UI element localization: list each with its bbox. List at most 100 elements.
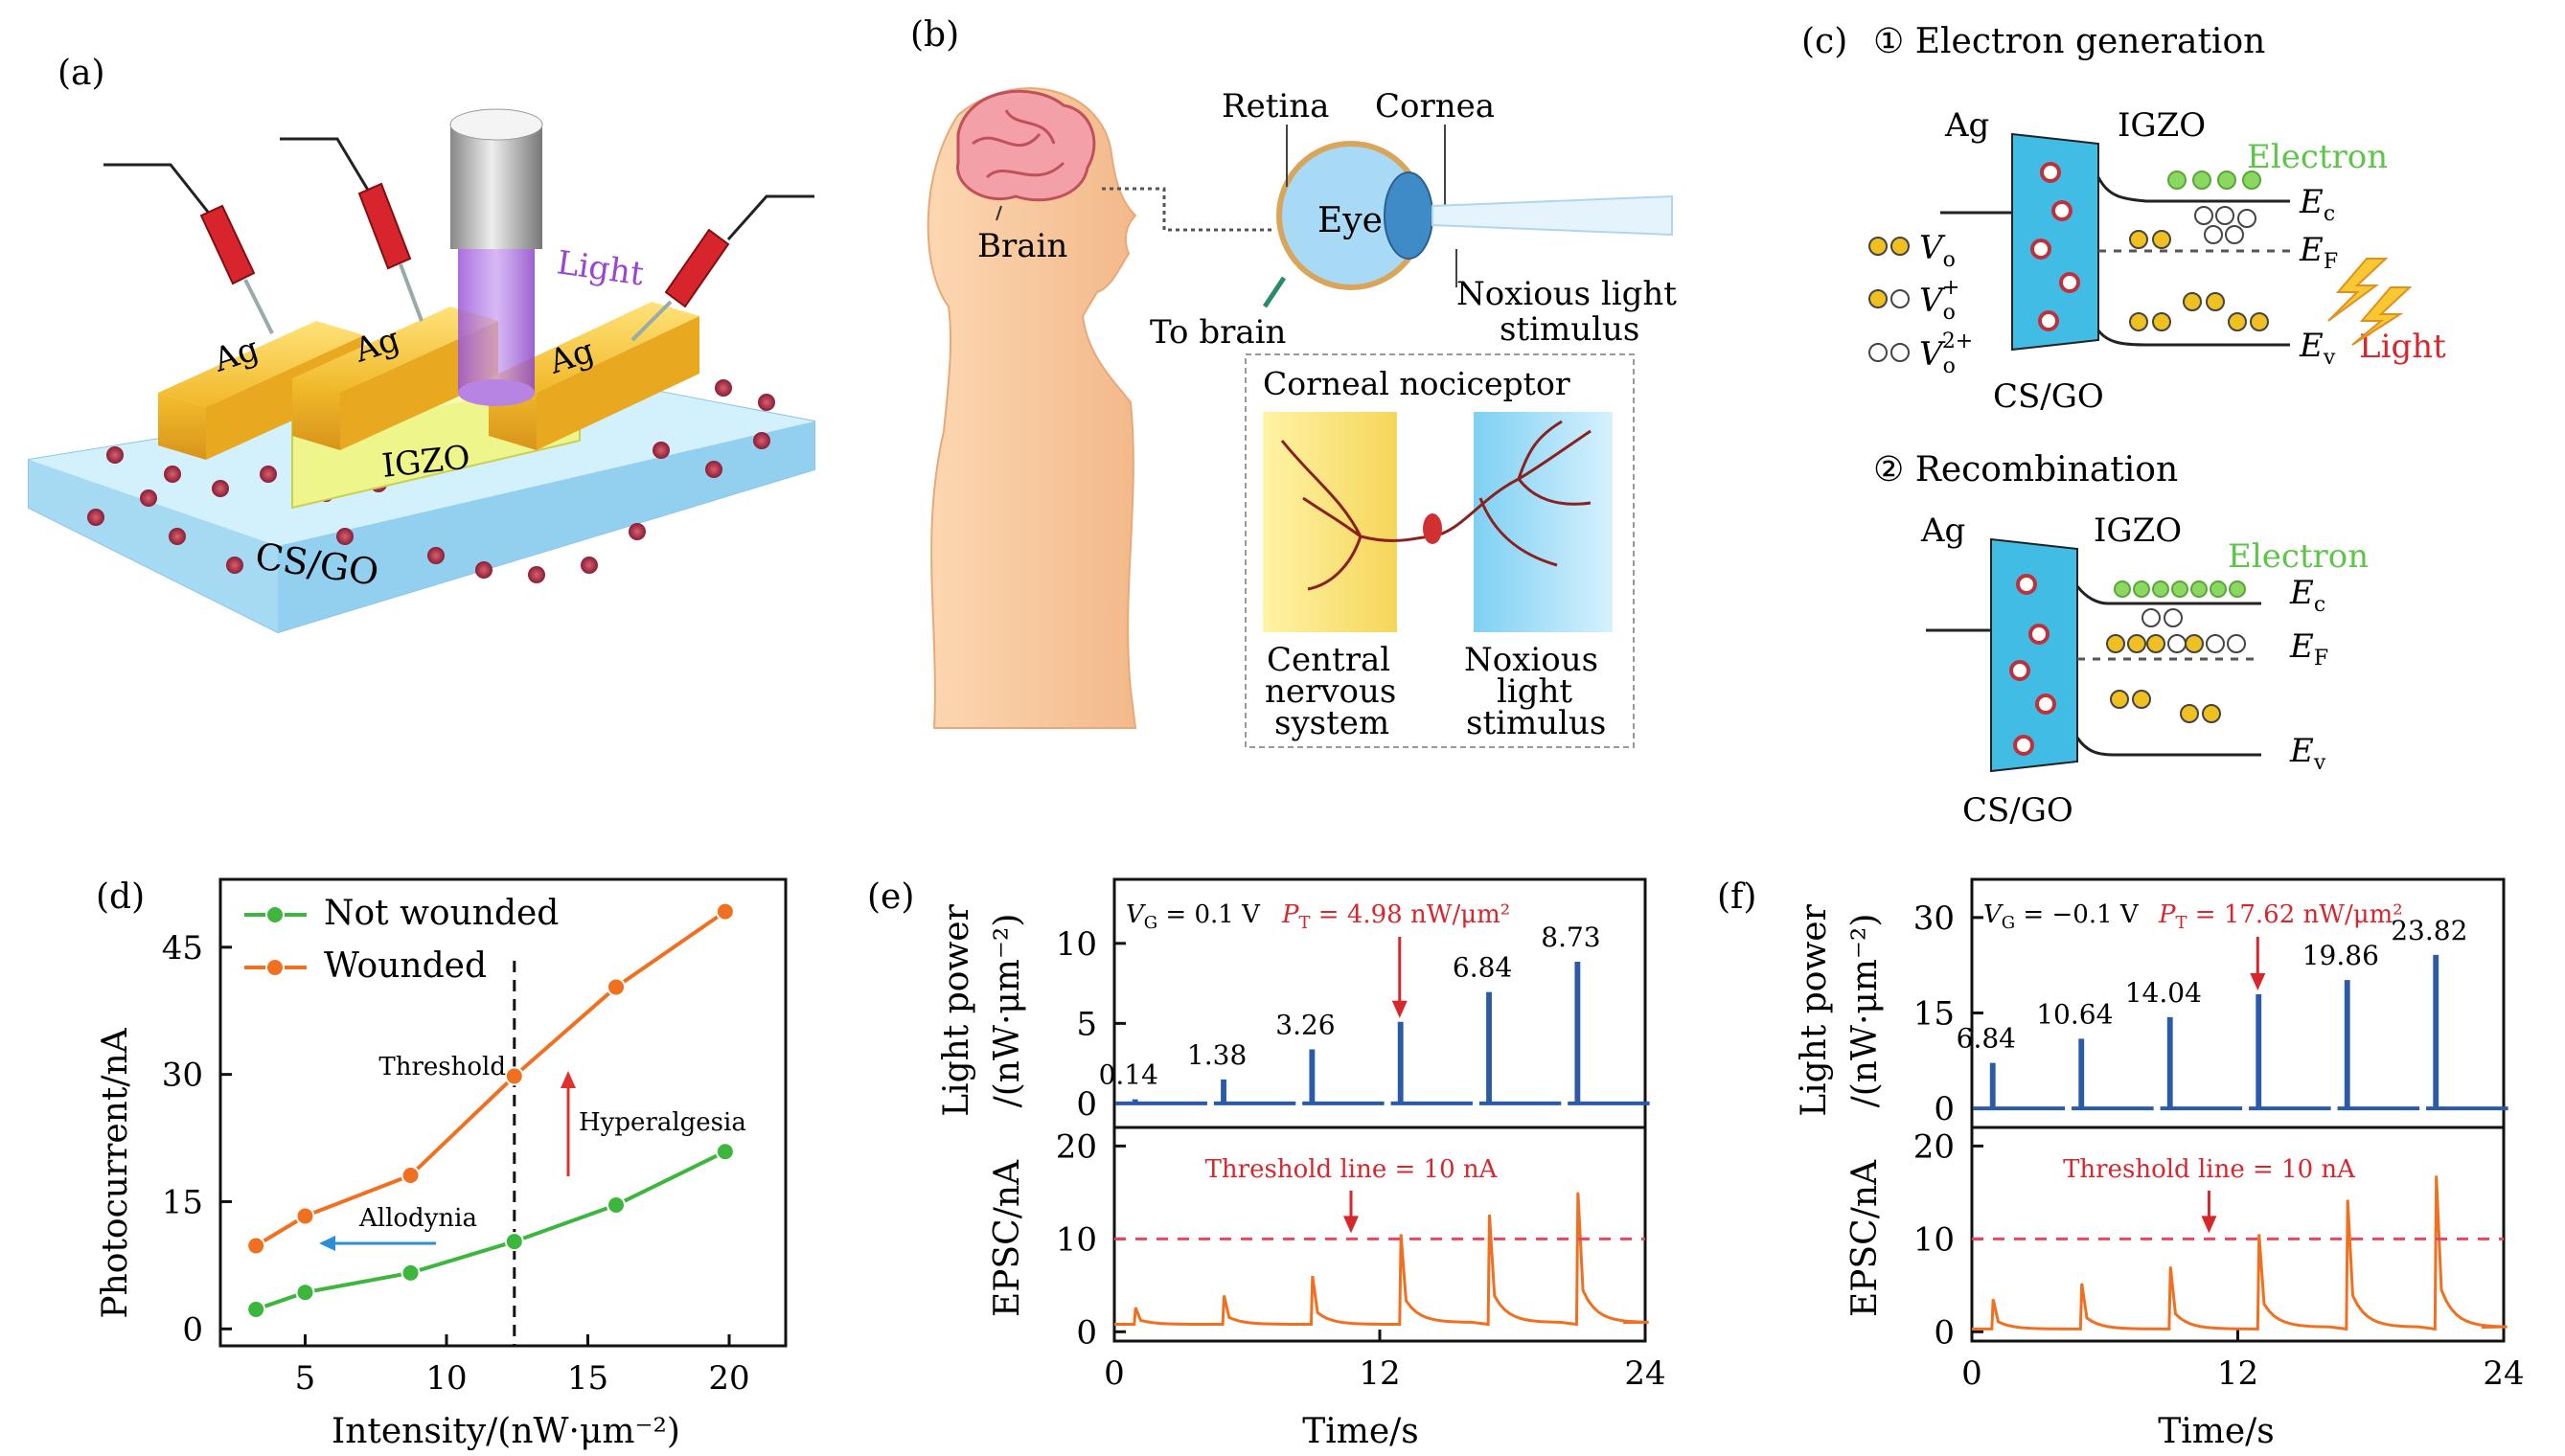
legend-label: Not wounded <box>324 894 559 933</box>
top-ytick-label: 0 <box>1076 1085 1097 1124</box>
top-ytick-label: 0 <box>1934 1090 1955 1128</box>
pulse-value-label: 0.14 <box>1099 1059 1158 1091</box>
bottom-ytick-label: 20 <box>1056 1127 1097 1166</box>
ec-label-2: Ec <box>2289 574 2325 617</box>
data-point <box>246 1299 266 1319</box>
d-xtick-label: 15 <box>567 1359 608 1398</box>
eye-lens <box>1384 171 1433 260</box>
cns-label-line3: system <box>1274 704 1389 742</box>
lightning-icon <box>2327 258 2413 346</box>
data-point <box>295 1206 315 1226</box>
noxious-stimulus-line2: stimulus <box>1500 310 1639 349</box>
xtick-label: 24 <box>2483 1354 2524 1393</box>
annotation-allodynia: Allodynia <box>358 1204 477 1233</box>
d-ylabel: Photocurrent/nA <box>96 1027 135 1318</box>
bottom-ytick-label: 20 <box>1913 1127 1955 1166</box>
retina-label: Retina <box>1222 87 1329 125</box>
annotation-hyperalgesia: Hyperalgesia <box>579 1108 746 1137</box>
ec-label-1: Ec <box>2299 183 2335 226</box>
vo-states-2 <box>2106 634 2221 723</box>
csgo-label-1: CS/GO <box>1993 377 2104 416</box>
panel-b-label: (b) <box>910 15 959 55</box>
threshold-pulse-arrowhead <box>1391 1000 1408 1018</box>
epsc-trace <box>1972 1175 2508 1331</box>
gate-voltage-label: VG = 0.1 V <box>1126 900 1261 933</box>
data-point <box>504 1066 524 1086</box>
light-beam <box>1431 194 1673 237</box>
data-point <box>401 1263 421 1283</box>
substrate-front-face <box>29 460 278 632</box>
e-bottom-ylabel: EPSC/nA <box>988 1159 1027 1317</box>
light-pulse-trace <box>1973 957 2514 1108</box>
bottom-ytick-label: 0 <box>1076 1313 1097 1352</box>
panel-c-label: (c) <box>1801 22 1847 61</box>
pulse-value-label: 1.38 <box>1187 1039 1247 1071</box>
pulse-value-label: 19.86 <box>2302 940 2379 971</box>
nls-label-line2: light <box>1497 672 1572 711</box>
top-ytick-label: 10 <box>1056 925 1097 964</box>
top-ytick-label: 15 <box>1913 994 1955 1033</box>
cns-region <box>1263 412 1397 632</box>
f-top-ylabel-2: /(nW·μm⁻²) <box>1845 914 1885 1108</box>
panel-b-nociceptor-illustration: (b) Brain Eye Retina Cornea To brain Nox… <box>910 15 1677 748</box>
pulse-value-label: 14.04 <box>2125 977 2202 1009</box>
vacancy-markers-2 <box>2009 574 2056 756</box>
step1-title: ① Electron generation <box>1873 22 2265 61</box>
ef-label-2: EF <box>2289 627 2328 671</box>
epsc-trace <box>1114 1192 1649 1327</box>
threshold-line-label: Threshold line = 10 nA <box>2063 1155 2356 1184</box>
pulse-value-label: 10.64 <box>2036 998 2113 1030</box>
bottom-ytick-label: 10 <box>1056 1220 1097 1259</box>
ag-label-2: Ag <box>1920 512 1965 550</box>
e-top-ylabel-2: /(nW·μm⁻²) <box>988 914 1027 1108</box>
panel-a-label: (a) <box>57 54 105 93</box>
vo-legend: Vo <box>1919 229 1956 272</box>
pulse-value-label: 3.26 <box>1275 1009 1335 1040</box>
panel-e-label: (e) <box>867 877 914 917</box>
threshold-pulse-arrowhead <box>2250 973 2266 991</box>
light-source <box>449 108 543 406</box>
noxious-stimulus-line1: Noxious light <box>1456 275 1677 313</box>
probe-middle <box>280 137 424 322</box>
vo-plus-legend: Vo+ <box>1919 276 1959 325</box>
data-point <box>504 1232 524 1252</box>
eye-label: Eye <box>1317 201 1383 240</box>
threshold-line-arrowhead <box>1342 1216 1359 1234</box>
optic-nerve <box>1262 276 1287 308</box>
cornea-label: Cornea <box>1375 87 1495 125</box>
vacancy-legend: Vo Vo+ Vo2+ <box>1868 229 1973 378</box>
nociceptor-title: Corneal nociceptor <box>1263 365 1570 402</box>
csgo-label-2: CS/GO <box>1962 791 2073 830</box>
threshold-power-label: PT = 17.62 nW/μm² <box>2158 900 2403 933</box>
csgo-block-2 <box>1990 537 2078 773</box>
ev-band-2 <box>2075 737 2261 757</box>
light-pulse-trace <box>1115 964 1656 1103</box>
allodynia-arrowhead <box>319 1236 335 1251</box>
threshold-line-label: Threshold line = 10 nA <box>1205 1155 1499 1184</box>
annotation-threshold: Threshold <box>378 1053 506 1081</box>
electron-label-1: Electron <box>2247 138 2388 176</box>
step2-title: ② Recombination <box>1873 450 2178 489</box>
e-top-ylabel-1: Light power <box>937 903 976 1116</box>
d-xtick-label: 5 <box>295 1359 316 1398</box>
ag-label-1: Ag <box>1944 106 1989 145</box>
brain-label: Brain <box>977 227 1067 265</box>
ev-label-2: Ev <box>2289 732 2326 775</box>
igzo-label-1: IGZO <box>2118 106 2206 145</box>
legend-marker <box>265 958 285 977</box>
pulse-value-label: 6.84 <box>1453 952 1512 984</box>
xtick-label: 0 <box>1961 1354 1982 1393</box>
light-label: Light <box>555 243 647 293</box>
vo-ionized-2 <box>2141 608 2246 653</box>
electron-label-2: Electron <box>2228 537 2369 576</box>
bottom-ytick-label: 10 <box>1913 1220 1955 1259</box>
nociceptor-soma <box>1423 513 1442 544</box>
electrons-1 <box>2167 171 2261 190</box>
electrons-2 <box>2114 580 2246 598</box>
